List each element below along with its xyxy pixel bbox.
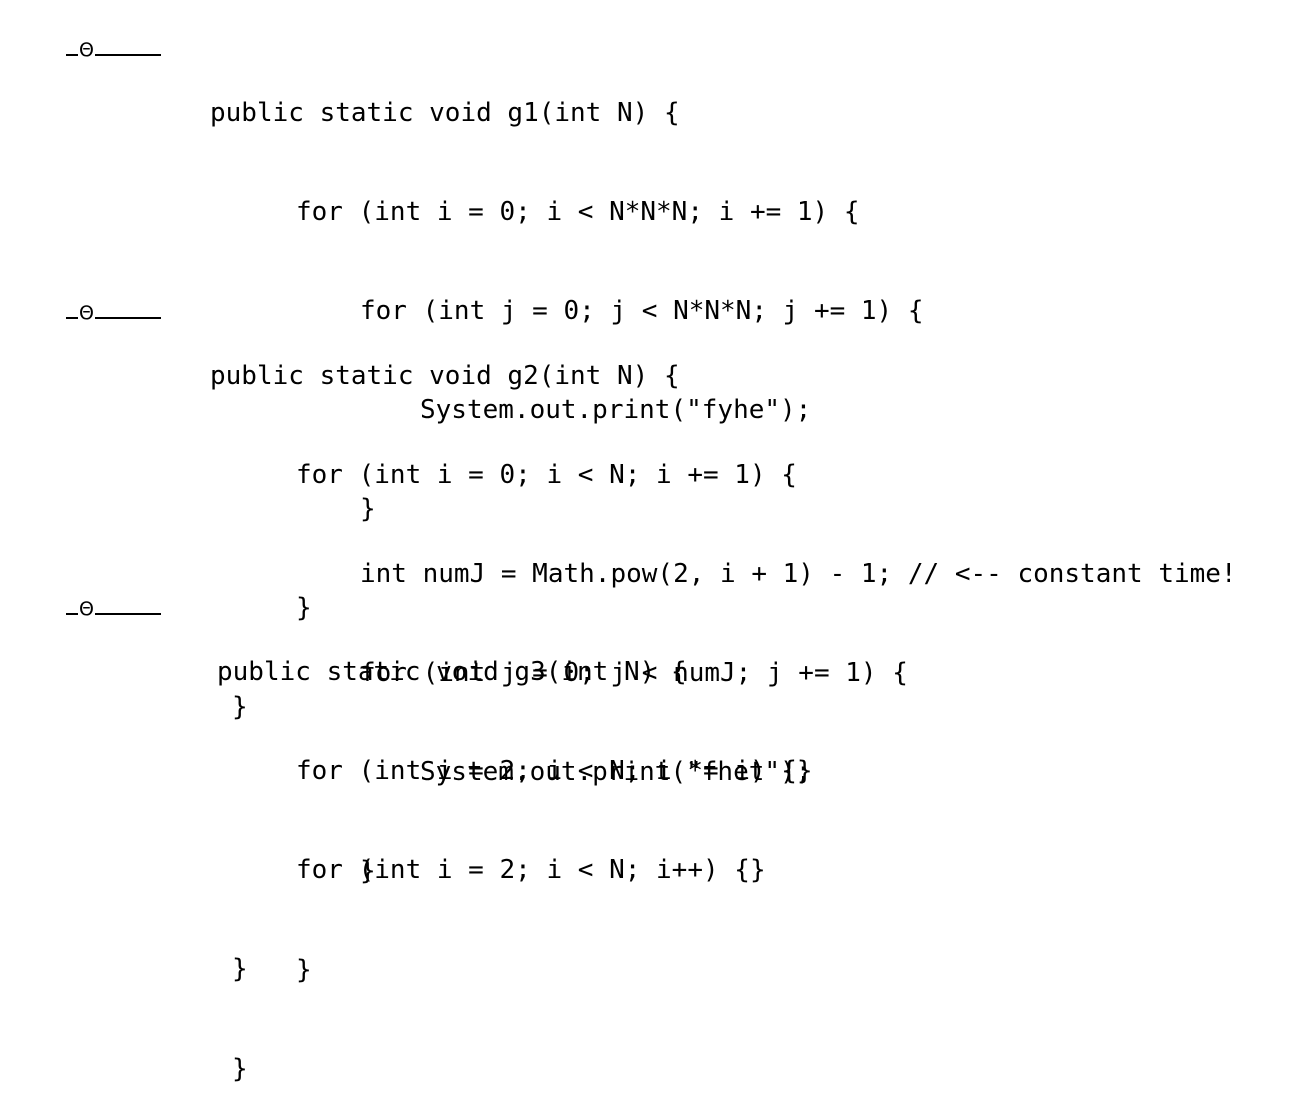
- code-line-close-method: }: [232, 954, 248, 984]
- answer-blank-line: [94, 36, 161, 56]
- answer-blank-lead: [66, 299, 78, 319]
- code-line-close-outer: }: [296, 593, 312, 623]
- answer-blank-g2[interactable]: Θ: [66, 299, 161, 324]
- code-line-signature: public static void g3(int N) {: [217, 657, 687, 687]
- theta-symbol: Θ: [79, 302, 94, 324]
- answer-blank-lead: [66, 595, 78, 615]
- code-line-outer-for: for (int i = 0; i < N*N*N; i += 1) {: [296, 197, 860, 227]
- code-line-signature: public static void g1(int N) {: [210, 98, 680, 128]
- code-block-g1: public static void g1(int N) { for (int …: [210, 31, 924, 757]
- code-line-inner-for: for (int j = 0; j < numJ; j += 1) {: [360, 658, 908, 688]
- code-line-close-method: }: [232, 692, 248, 722]
- code-line-outer-for: for (int i = 0; i < N; i += 1) {: [296, 460, 797, 490]
- code-block-g3: public static void g3(int N) { for (int …: [217, 590, 813, 1019]
- theta-symbol: Θ: [79, 39, 94, 61]
- code-line-numj: int numJ = Math.pow(2, i + 1) - 1; // <-…: [360, 559, 1237, 589]
- answer-blank-line: [94, 299, 161, 319]
- answer-blank-lead: [66, 36, 78, 56]
- answer-blank-line: [94, 595, 161, 615]
- answer-blank-g3[interactable]: Θ: [66, 595, 161, 620]
- code-line-print: System.out.print("fyhe");: [420, 395, 812, 425]
- answer-blank-g1[interactable]: Θ: [66, 36, 161, 61]
- code-line-close-inner: }: [360, 494, 376, 524]
- code-line-first-for: for (int i = 2; i < N; i *= i) {}: [296, 756, 813, 786]
- code-line-inner-for: for (int j = 0; j < N*N*N; j += 1) {: [360, 296, 924, 326]
- theta-symbol: Θ: [79, 598, 94, 620]
- code-line-second-for: for (int i = 2; i < N; i++) {}: [296, 855, 766, 885]
- code-line-close-method: }: [232, 1054, 248, 1084]
- code-line-signature: public static void g2(int N) {: [210, 361, 680, 391]
